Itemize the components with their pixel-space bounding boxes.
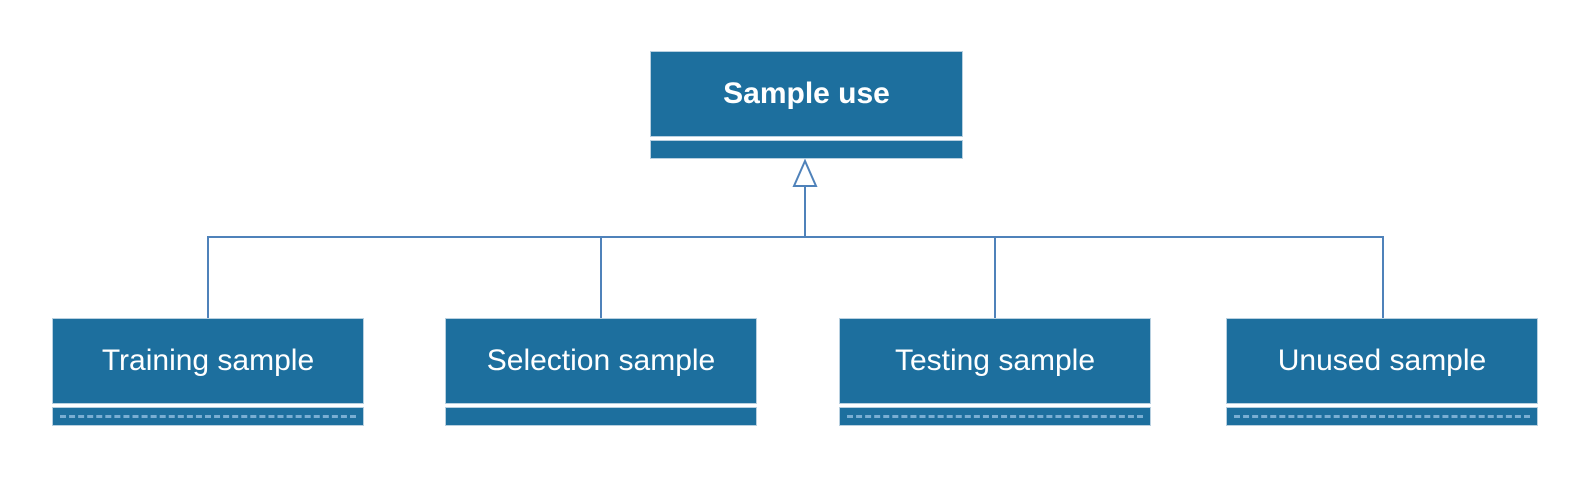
node-unused-sample[interactable]: Unused sample — [1226, 318, 1538, 426]
dashed-divider — [60, 415, 356, 418]
node-bottom-compartment — [839, 407, 1151, 426]
dashed-divider — [1234, 415, 1530, 418]
node-title-compartment: Unused sample — [1226, 318, 1538, 404]
node-bottom-compartment — [650, 140, 963, 159]
node-bottom-compartment — [1226, 407, 1538, 426]
node-sample-use[interactable]: Sample use — [650, 51, 963, 159]
generalization-arrowhead-icon — [792, 158, 818, 187]
node-training-sample[interactable]: Training sample — [52, 318, 364, 426]
node-bottom-compartment — [445, 407, 757, 426]
node-testing-sample[interactable]: Testing sample — [839, 318, 1151, 426]
node-label: Selection sample — [486, 344, 716, 377]
node-label: Training sample — [101, 344, 315, 377]
node-selection-sample[interactable]: Selection sample — [445, 318, 757, 426]
node-label: Sample use — [723, 77, 890, 110]
node-label: Testing sample — [894, 344, 1096, 377]
node-title-compartment: Selection sample — [445, 318, 757, 404]
node-title-compartment: Testing sample — [839, 318, 1151, 404]
dashed-divider — [847, 415, 1143, 418]
node-bottom-compartment — [52, 407, 364, 426]
node-label: Unused sample — [1277, 344, 1487, 377]
node-title-compartment: Sample use — [650, 51, 963, 137]
node-title-compartment: Training sample — [52, 318, 364, 404]
